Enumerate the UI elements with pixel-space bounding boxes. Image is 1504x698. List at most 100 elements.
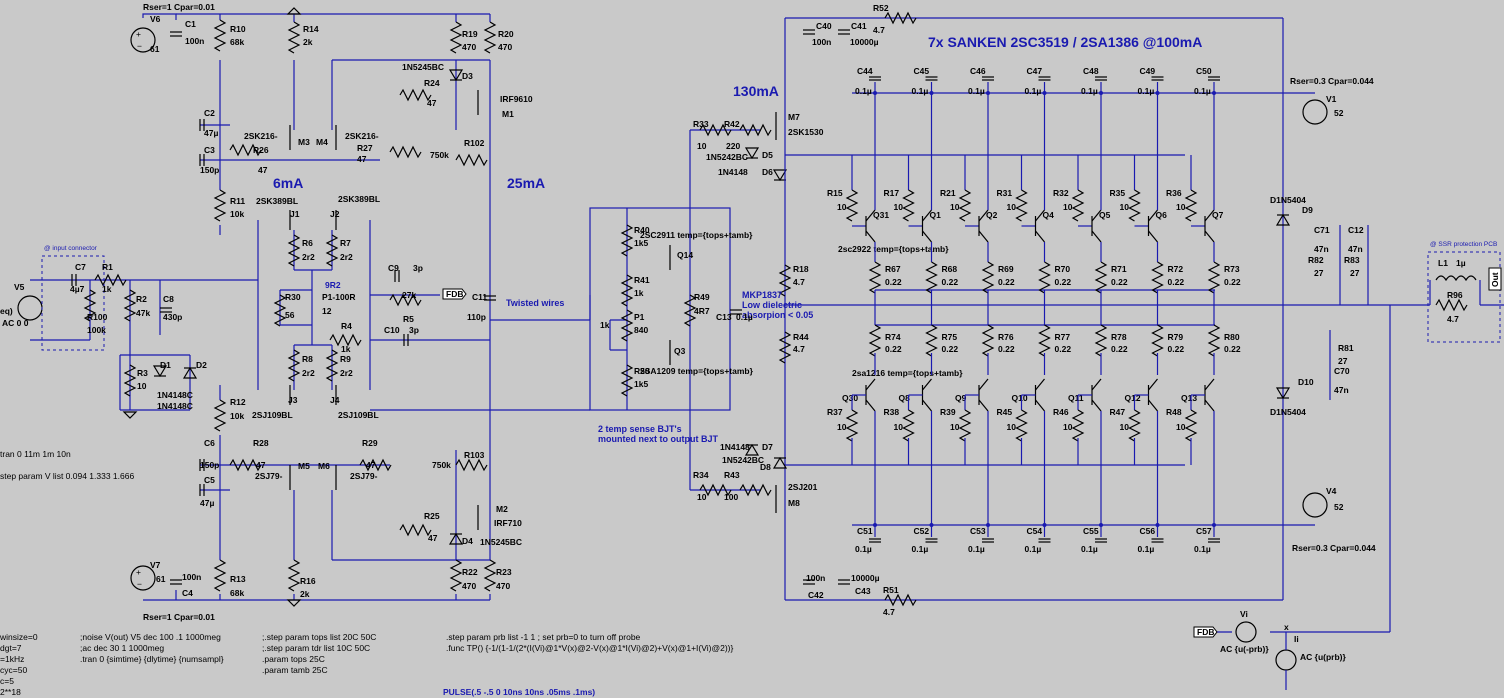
lbl-r6v: 2r2: [302, 252, 315, 262]
current-6ma: 6mA: [273, 175, 303, 191]
emitter-res-label: R74: [885, 332, 901, 342]
lbl-d2: D2: [196, 360, 207, 370]
cap-value: 0.1µ: [912, 544, 929, 554]
emitter-res-value: 0.22: [942, 277, 959, 287]
lbl-r12v: 10k: [230, 411, 244, 421]
svg-text:FDB: FDB: [446, 289, 463, 299]
lbl-r52: R52: [873, 3, 889, 13]
base-res-label: R31: [997, 188, 1013, 198]
lbl-c5v: 47µ: [200, 498, 214, 508]
lbl-r11: R11: [230, 196, 245, 206]
front-end-components: +− +−: [17, 7, 497, 607]
cap-label: C55: [1083, 526, 1099, 536]
output-stage: [785, 11, 1504, 690]
note-twisted: Twisted wires: [506, 298, 564, 308]
base-res-label: R47: [1110, 407, 1126, 417]
lbl-r13v: 68k: [230, 588, 244, 598]
lbl-c6: C6: [204, 438, 215, 448]
lbl-c70: C70: [1334, 366, 1350, 376]
lbl-d1t: 1N4148C: [157, 390, 193, 400]
lbl-c1: C1: [185, 19, 196, 29]
lbl-r20: R20: [498, 29, 514, 39]
lbl-r96v: 4.7: [1447, 314, 1459, 324]
lbl-q3: Q3: [674, 346, 686, 356]
cap-label: C56: [1140, 526, 1156, 536]
lbl-r40v: 1k5: [634, 238, 648, 248]
lbl-r27v: 47: [357, 154, 367, 164]
transistor-label: Q6: [1156, 210, 1168, 220]
transistor-label: Q2: [986, 210, 998, 220]
cap-label: C44: [857, 66, 873, 76]
emitter-res-value: 0.22: [1168, 344, 1185, 354]
lbl-r9: R9: [340, 354, 351, 364]
lbl-c7v: 4µ7: [70, 284, 85, 294]
lbl-c7: C7: [75, 262, 86, 272]
cap-value: 0.1µ: [1081, 86, 1098, 96]
lbl-r7v: 2r2: [340, 252, 353, 262]
lbl-c41v: 10000µ: [850, 37, 879, 47]
cap-value: 0.1µ: [1081, 544, 1098, 554]
lbl-r18v: 4.7: [793, 277, 805, 287]
lbl-c5: C5: [204, 475, 215, 485]
lbl-r33: R33: [693, 119, 709, 129]
lbl-r42v: 220: [726, 141, 740, 151]
out-flag: Out: [1488, 267, 1502, 291]
lbl-j3t: 2SJ109BL: [252, 410, 293, 420]
v1-value: 52: [1334, 108, 1344, 118]
lbl-d10t: D1N5404: [1270, 407, 1306, 417]
lbl-r4v: 1k: [341, 344, 351, 354]
lbl-r16: R16: [300, 576, 316, 586]
lbl-r1v: 1k: [102, 284, 112, 294]
dir-d1: winsize=0: [0, 632, 38, 642]
cap-label: C48: [1083, 66, 1099, 76]
transistor-label: Q12: [1125, 393, 1141, 403]
transistor-label: Q30: [842, 393, 858, 403]
label-x: x: [1284, 622, 1289, 632]
note-input-conn: @ input connector: [44, 245, 98, 252]
lbl-r26v: 47: [258, 165, 268, 175]
lbl-r96: R96: [1447, 290, 1463, 300]
lbl-m7t: 2SK1530: [788, 127, 824, 137]
transistor-label: Q5: [1099, 210, 1111, 220]
lbl-r100: R100: [87, 312, 108, 322]
output-title: 7x SANKEN 2SC3519 / 2SA1386 @100mA: [928, 34, 1202, 50]
base-res-value: 10: [1120, 422, 1130, 432]
label-9r2: 9R2: [325, 280, 341, 290]
lbl-c12v: 47n: [1348, 244, 1363, 254]
cap-label: C45: [914, 66, 930, 76]
base-res-label: R37: [827, 407, 843, 417]
v1-name: V1: [1326, 94, 1337, 104]
lbl-d5t: 1N5242BC: [706, 152, 748, 162]
lbl-r2: R2: [136, 294, 147, 304]
lbl-r83v: 27: [1350, 268, 1360, 278]
lbl-r29v: 47: [366, 460, 376, 470]
lbl-m6: M6: [318, 461, 330, 471]
cap-value: 0.1µ: [968, 544, 985, 554]
v4-value: 52: [1334, 502, 1344, 512]
v6-name: V6: [150, 14, 161, 24]
lbl-j2: J2: [330, 209, 340, 219]
lbl-c41: C41: [851, 21, 867, 31]
lbl-c9v: 3p: [413, 263, 423, 273]
lbl-r51: R51: [883, 585, 899, 595]
dir-s3: .param tops 25C: [262, 654, 325, 664]
fdb-flag-top: FDB: [442, 288, 467, 300]
lbl-c13: C13: [716, 312, 732, 322]
cap-value: 0.1µ: [1025, 86, 1042, 96]
lbl-c1v: 100n: [185, 36, 204, 46]
emitter-res-label: R72: [1168, 264, 1184, 274]
emitter-res-label: R67: [885, 264, 901, 274]
emitter-res-value: 0.22: [1055, 344, 1072, 354]
v7-param: Rser=1 Cpar=0.01: [143, 612, 215, 622]
base-res-value: 10: [1007, 422, 1017, 432]
lbl-c8v: 430p: [163, 312, 182, 322]
cap-value: 0.1µ: [1025, 544, 1042, 554]
lbl-c43: C43: [855, 586, 871, 596]
lbl-r50v: 1k5: [634, 379, 648, 389]
lbl-r24: R24: [424, 78, 440, 88]
emitter-res-value: 0.22: [998, 277, 1015, 287]
